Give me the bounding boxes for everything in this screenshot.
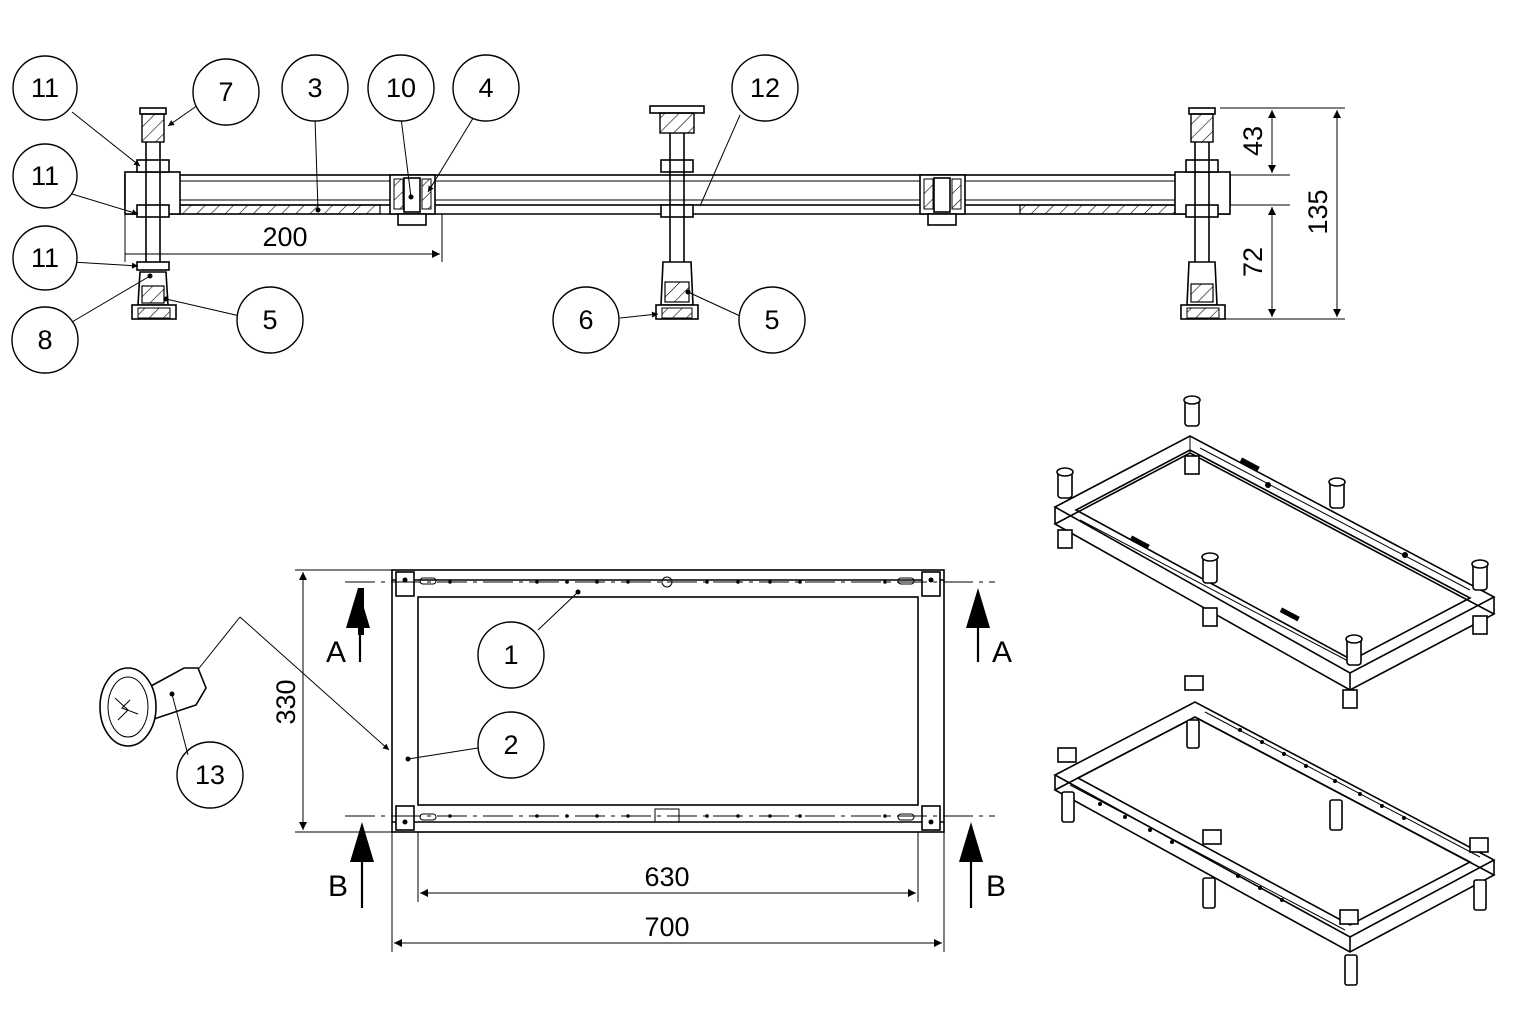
svg-text:6: 6	[578, 305, 593, 335]
svg-text:13: 13	[195, 760, 225, 790]
isometric-view-top	[1053, 395, 1496, 709]
section-b-right: B	[986, 870, 1006, 903]
callout-8: 8	[11, 306, 79, 374]
svg-text:11: 11	[31, 161, 59, 191]
svg-text:11: 11	[31, 243, 59, 273]
callout-11-bottom: 11	[12, 225, 78, 291]
section-markers: A A B B	[326, 588, 1012, 908]
dim-72: 72	[1238, 247, 1268, 277]
dim-330: 330	[271, 679, 301, 724]
callout-11-top: 11	[12, 55, 78, 121]
svg-text:8: 8	[37, 325, 52, 355]
dim-200: 200	[262, 222, 307, 252]
svg-text:11: 11	[31, 73, 59, 103]
screw-detail	[99, 616, 390, 756]
callout-5-left: 5	[236, 286, 304, 354]
section-b-left: B	[328, 870, 348, 903]
callout-2: 2	[477, 711, 545, 779]
svg-text:2: 2	[503, 730, 518, 760]
callout-7: 7	[192, 58, 260, 126]
callout-13: 13	[176, 741, 244, 809]
svg-text:12: 12	[750, 73, 780, 103]
dim-630: 630	[644, 862, 689, 892]
callout-4: 4	[452, 54, 520, 122]
svg-text:1: 1	[503, 640, 518, 670]
callout-5-right: 5	[738, 286, 806, 354]
svg-text:7: 7	[218, 77, 233, 107]
dimensions-side-view: 200 43 72 135	[124, 110, 1341, 317]
callout-6: 6	[552, 286, 620, 354]
callouts: 11 7 3 10 4 12 11 11 8 5 6 5 1 2 13	[11, 54, 806, 809]
plan-view	[345, 569, 995, 833]
callout-11-middle: 11	[12, 143, 78, 209]
leaders-side-view	[71, 104, 741, 323]
dim-135: 135	[1303, 189, 1333, 234]
section-a-right: A	[992, 636, 1012, 669]
svg-text:5: 5	[262, 305, 277, 335]
callout-1: 1	[477, 621, 545, 689]
callout-12: 12	[731, 54, 799, 122]
dim-43: 43	[1238, 126, 1268, 156]
callout-3: 3	[281, 54, 349, 122]
svg-text:3: 3	[307, 73, 322, 103]
dim-700: 700	[644, 912, 689, 942]
svg-text:4: 4	[478, 73, 493, 103]
callout-10: 10	[367, 54, 435, 122]
svg-text:5: 5	[764, 305, 779, 335]
isometric-view-bottom	[1053, 675, 1496, 986]
section-a-left: A	[326, 636, 346, 669]
dimensions-plan-view: 330 630 700	[271, 569, 945, 952]
side-view	[124, 105, 1345, 320]
svg-text:10: 10	[386, 73, 416, 103]
